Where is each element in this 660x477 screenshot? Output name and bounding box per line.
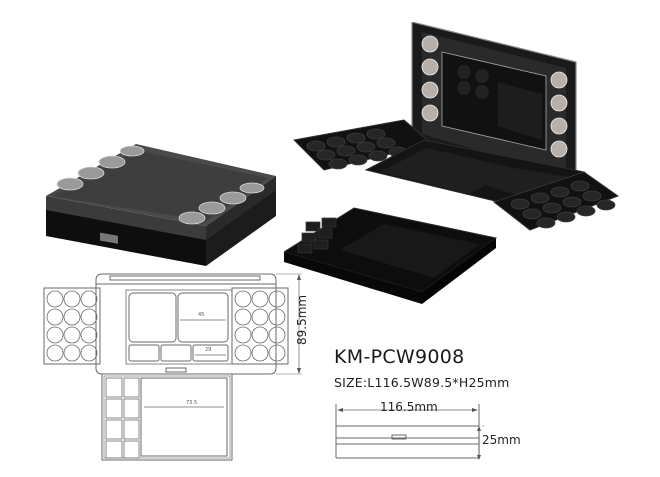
closed-compact-photo [40, 138, 282, 270]
drawer-width-label: 73.5 [186, 400, 198, 406]
height-dimension-label: 25mm [482, 433, 521, 447]
height-dimension-arrow [476, 426, 482, 460]
size-spec: SIZE:L116.5W89.5*H25mm [334, 375, 510, 390]
width-dimension-label: 89.5mm [295, 294, 309, 345]
side-view-drawing [334, 400, 484, 460]
inner-width-label: 45 [198, 312, 205, 318]
model-title: KM-PCW9008 [334, 346, 465, 368]
open-compact-photo [284, 22, 622, 318]
length-dimension-label: 116.5mm [380, 400, 438, 414]
top-view-drawing [40, 268, 310, 468]
small-compartment-label: 29 [205, 347, 212, 353]
